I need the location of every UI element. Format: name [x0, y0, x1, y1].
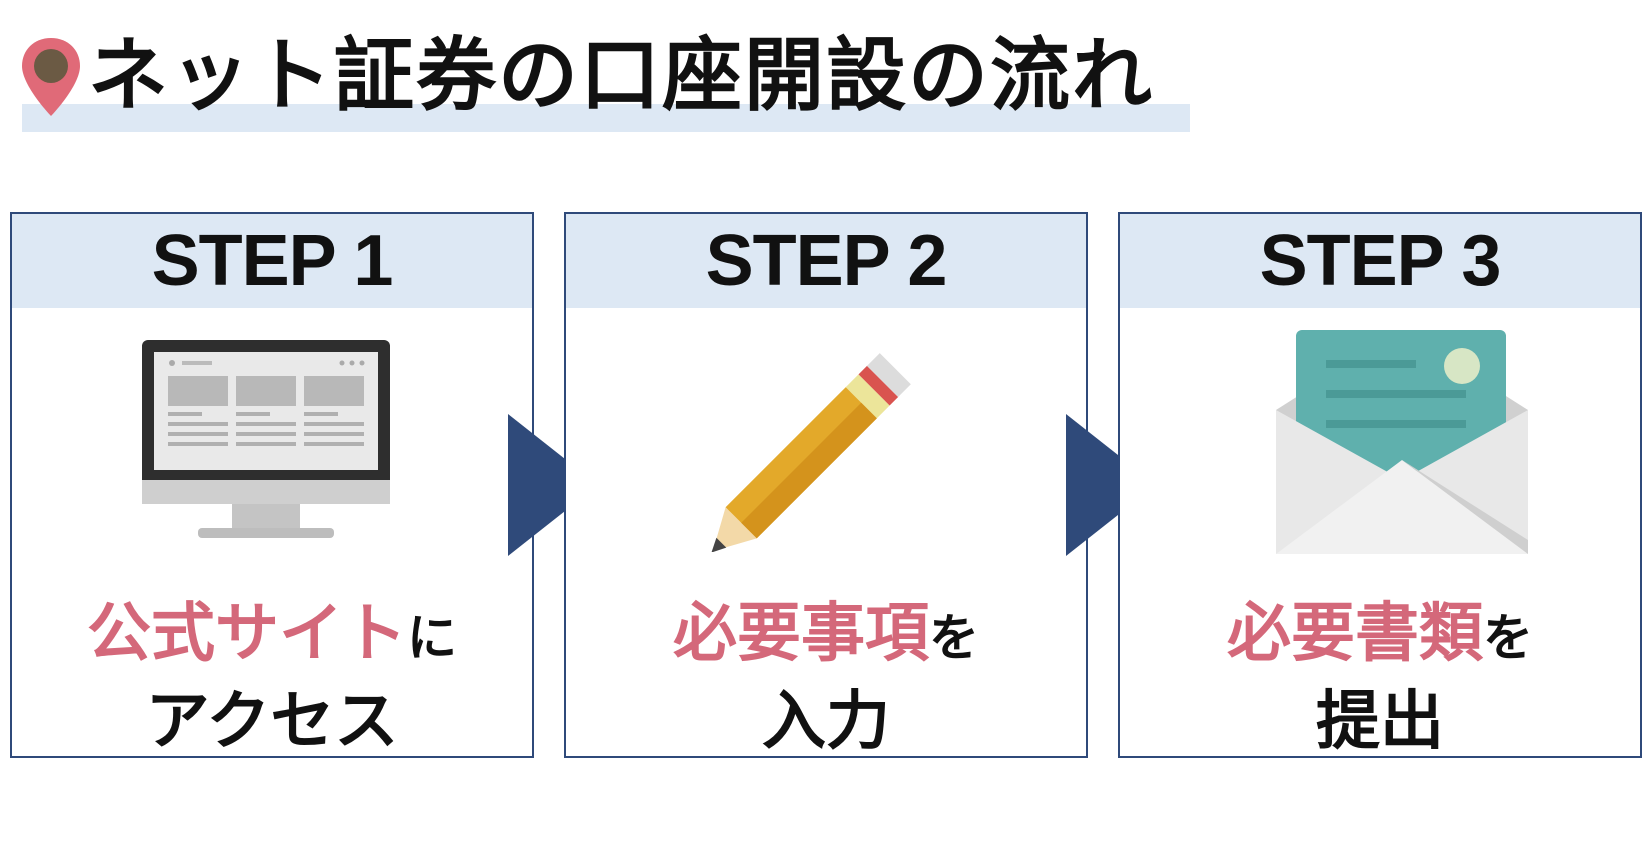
step-2-label: STEP 2	[705, 221, 948, 301]
step-3-description: 必要書類を 提出	[1120, 592, 1640, 764]
step-1-highlight: 公式サイト	[87, 597, 407, 671]
step-2-suffix: を	[929, 609, 979, 667]
step-1-line1: 公式サイトに	[12, 592, 532, 680]
step-3-line1: 必要書類を	[1120, 592, 1640, 680]
step-3-highlight: 必要書類	[1227, 597, 1483, 671]
step-2-description: 必要事項を 入力	[566, 592, 1086, 764]
title-underline-band	[22, 104, 1190, 132]
step-3-card: STEP 3 必要書類を 提出	[1118, 212, 1642, 759]
step-2-header	[566, 214, 1086, 308]
step-3-header	[1120, 214, 1640, 308]
step-2-highlight: 必要事項	[673, 597, 929, 671]
next-arrow-icon	[1066, 414, 1156, 556]
envelope-icon	[1276, 330, 1528, 554]
step-1-suffix: に	[407, 609, 457, 667]
step-3-label: STEP 3	[1259, 221, 1502, 301]
next-arrow-icon	[508, 414, 598, 556]
pencil-icon	[711, 353, 911, 552]
step-1-description: 公式サイトに アクセス	[12, 592, 532, 764]
map-pin-icon	[22, 38, 80, 116]
step-2-line2: 入力	[762, 685, 890, 759]
step-3-line2: 提出	[1316, 685, 1444, 759]
step-1-card: STEP 1 公式サイトに アクセス	[10, 212, 534, 759]
page-title: ネット証券の口座開設の流れ	[88, 29, 1154, 122]
step-2-card: STEP 2 必要事項を 入力	[564, 212, 1088, 759]
step-1-label: STEP 1	[151, 221, 394, 301]
step-3-suffix: を	[1483, 609, 1533, 667]
step-1-header	[12, 214, 532, 308]
step-1-line2: アクセス	[145, 685, 399, 759]
step-2-line1: 必要事項を	[566, 592, 1086, 680]
monitor-icon	[142, 340, 390, 538]
